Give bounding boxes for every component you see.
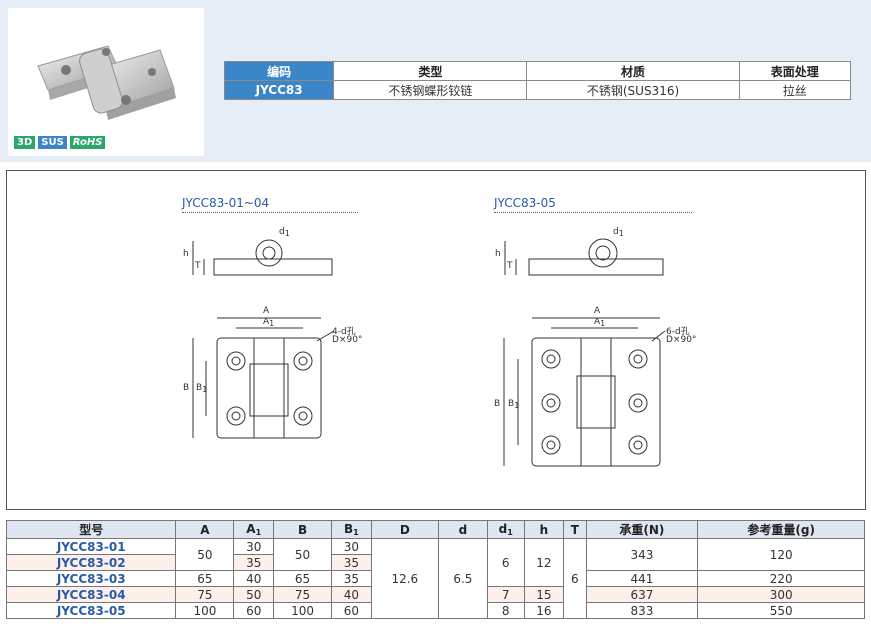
weight-cell: 300 [697, 586, 865, 603]
table-row: JYCC83-01 50 30 50 30 12.6 6.5 6 12 6 34… [5, 538, 865, 619]
right-dim-b: B [494, 399, 501, 409]
load-cell: 441 [585, 570, 699, 587]
right-dim-h: h [495, 249, 501, 259]
t-cell: 6 [563, 538, 587, 619]
h-cell: 16 [523, 602, 565, 619]
left-dim-a: A [263, 306, 270, 316]
drawing-lines [192, 238, 666, 467]
col-d: d [437, 520, 488, 539]
right-csk-note: D×90° [666, 335, 697, 345]
spec-type: 不锈钢蝶形铰链 [333, 80, 528, 100]
right-dim-d1: d1 [613, 227, 624, 238]
b1-cell: 30 [331, 538, 372, 555]
right-drawing-title: JYCC83-05 [494, 196, 556, 210]
model-cell: JYCC83-01 [5, 538, 177, 555]
left-dim-t: T [195, 261, 201, 271]
model-cell: JYCC83-04 [5, 586, 177, 603]
right-dim-b1: B1 [508, 399, 520, 410]
col-load: 承重(N) [585, 520, 699, 539]
spec-header-type: 类型 [333, 61, 528, 81]
b-cell: 100 [273, 602, 333, 619]
table-row: JYCC83-02 35 35 [5, 554, 865, 571]
a1-cell: 50 [233, 586, 275, 603]
a1-cell: 30 [233, 538, 275, 555]
left-dim-d1: d1 [279, 227, 290, 238]
col-model: 型号 [5, 520, 177, 539]
right-dim-t: T [507, 261, 513, 271]
spec-code: JYCC83 [223, 80, 335, 100]
col-b: B [273, 520, 333, 539]
a-cell: 50 [175, 538, 235, 571]
d-upper-cell: 12.6 [370, 538, 439, 619]
a1-cell: 40 [233, 570, 275, 587]
left-hole-note: 4-d孔 [332, 327, 356, 337]
hinge-photo [37, 45, 176, 120]
left-title-underline [182, 212, 358, 213]
left-drawing-title: JYCC83-01~04 [182, 196, 270, 210]
b1-cell: 35 [331, 554, 372, 571]
b-cell: 75 [273, 586, 333, 603]
d1-cell: 6 [486, 538, 525, 587]
badge-sus: SUS [38, 136, 67, 149]
a1-cell: 60 [233, 602, 275, 619]
dimension-table: 型号 A A1 B B1 D d d1 h T 承重(N) 参考重量(g) JY… [5, 520, 865, 619]
col-a1: A1 [233, 520, 275, 539]
d-cell: 6.5 [437, 538, 488, 619]
left-dim-b1: B1 [196, 383, 208, 394]
h-cell: 15 [523, 586, 565, 603]
right-dim-a: A [594, 306, 601, 316]
product-photo: 3D SUS RoHS [8, 8, 204, 156]
load-cell: 637 [585, 586, 699, 603]
model-cell: JYCC83-05 [5, 602, 177, 619]
table-row: JYCC83-04 75 50 75 40 7 15 637 300 [5, 586, 865, 603]
col-t: T [563, 520, 587, 539]
right-hole-note: 6-d孔 [666, 327, 690, 337]
a-cell: 65 [175, 570, 235, 587]
b1-cell: 60 [331, 602, 372, 619]
load-cell: 833 [585, 602, 699, 619]
left-dim-a1: A1 [263, 317, 275, 328]
spec-header-surface: 表面处理 [738, 61, 852, 81]
spec-header-material: 材质 [526, 61, 740, 81]
a-cell: 100 [175, 602, 235, 619]
b1-cell: 40 [331, 586, 372, 603]
d1-cell: 8 [486, 602, 525, 619]
a-cell: 75 [175, 586, 235, 603]
weight-cell: 550 [697, 602, 865, 619]
b-cell: 50 [273, 538, 333, 571]
model-cell: JYCC83-02 [5, 554, 177, 571]
col-d-upper: D [370, 520, 439, 539]
col-b1: B1 [331, 520, 372, 539]
b-cell: 65 [273, 570, 333, 587]
left-dim-h: h [183, 249, 189, 259]
badge-3d: 3D [14, 136, 36, 149]
spec-table: 编码 类型 材质 表面处理 JYCC83 不锈钢蝶形铰链 不锈钢(SUS316)… [223, 61, 852, 100]
a1-cell: 35 [233, 554, 275, 571]
d1-cell: 7 [486, 586, 525, 603]
col-h: h [523, 520, 565, 539]
table-header-row: 型号 A A1 B B1 D d d1 h T 承重(N) 参考重量(g) [5, 520, 865, 539]
model-cell: JYCC83-03 [5, 570, 177, 587]
col-weight: 参考重量(g) [697, 520, 865, 539]
spec-surface: 拉丝 [738, 80, 852, 100]
col-d1: d1 [486, 520, 525, 539]
weight-cell: 220 [697, 570, 865, 587]
h-cell: 12 [523, 538, 565, 587]
load-cell: 343 [585, 538, 699, 571]
weight-cell: 120 [697, 538, 865, 571]
right-dim-a1: A1 [594, 317, 606, 328]
left-csk-note: D×90° [332, 335, 363, 345]
spec-material: 不锈钢(SUS316) [526, 80, 740, 100]
table-row: JYCC83-05 100 60 100 60 8 16 833 550 [5, 602, 865, 619]
spec-header-code: 编码 [223, 61, 335, 81]
b1-cell: 35 [331, 570, 372, 587]
technical-drawing: JYCC83-01~04 JYCC83-05 [6, 170, 866, 510]
right-title-underline [494, 212, 692, 213]
col-a: A [175, 520, 235, 539]
left-dim-b: B [183, 383, 190, 393]
badge-rohs: RoHS [69, 136, 106, 149]
